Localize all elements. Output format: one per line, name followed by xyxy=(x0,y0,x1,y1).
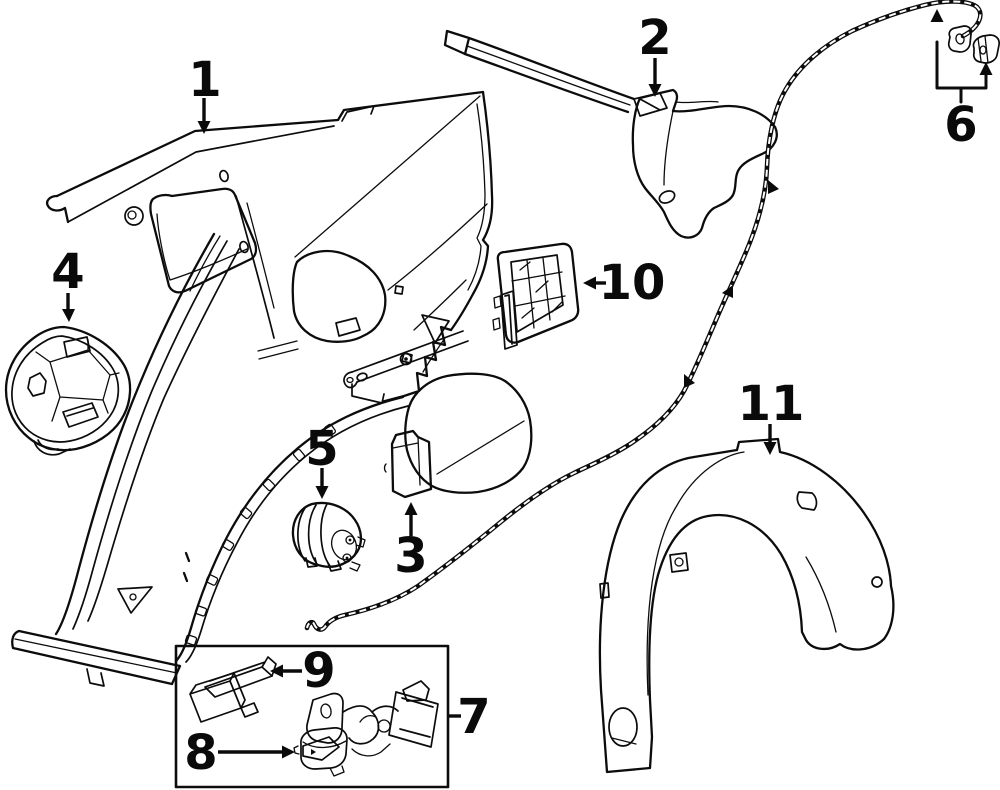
fuel-door-release-cable-drawing xyxy=(304,0,983,632)
callout-9-label: 9 xyxy=(302,643,335,699)
callout-6-arrow-grommet xyxy=(979,62,993,75)
part-6-cable-clips-drawing xyxy=(947,25,1000,64)
callout-11: 11 xyxy=(738,376,805,455)
callout-8-label: 8 xyxy=(184,725,217,781)
callout-8: 8 xyxy=(184,725,295,781)
callout-3-arrow xyxy=(404,502,418,515)
callout-2: 2 xyxy=(638,10,672,97)
callout-6-label: 6 xyxy=(944,97,977,153)
callout-9: 9 xyxy=(270,643,336,699)
callout-6-arrow-cable xyxy=(930,9,944,22)
callout-5-label: 5 xyxy=(305,421,338,477)
callout-6: 6 xyxy=(930,9,993,153)
callout-8-arrow xyxy=(282,745,295,759)
callout-2-arrow xyxy=(648,84,662,97)
part-4-bracket-drawing xyxy=(4,325,132,456)
part-11-wheelhouse-liner-drawing xyxy=(598,437,895,774)
part-5-release-actuator-drawing xyxy=(291,501,366,572)
callout-4: 4 xyxy=(51,244,85,322)
callout-2-label: 2 xyxy=(638,10,671,66)
callout-1: 1 xyxy=(188,52,222,134)
callout-11-label: 11 xyxy=(738,376,805,432)
part-2-rail-extension-drawing xyxy=(443,29,778,239)
callout-10: 10 xyxy=(583,255,665,311)
callout-1-label: 1 xyxy=(188,52,221,108)
part-3-fuel-door-hinge-drawing xyxy=(383,429,433,499)
callout-4-arrow xyxy=(62,309,75,322)
part-7-latch-assembly-drawing xyxy=(302,680,439,761)
callout-1-arrow xyxy=(197,121,211,134)
part-1-quarter-panel-drawing xyxy=(11,90,494,687)
callout-7: 7 xyxy=(449,689,491,745)
callout-5-arrow xyxy=(315,486,329,499)
part-8-striker-drawing xyxy=(293,727,348,777)
arch-clip-holes xyxy=(184,423,337,646)
callout-10-arrow xyxy=(583,276,596,290)
fuel-filler-door-drawing xyxy=(404,372,533,494)
part-9-bracket-drawing xyxy=(189,656,277,723)
callout-11-arrow xyxy=(763,442,777,455)
callout-5: 5 xyxy=(305,421,339,499)
parts-box-frame xyxy=(174,644,450,789)
callout-9-arrow xyxy=(270,664,283,678)
callout-4-label: 4 xyxy=(51,244,84,300)
callout-7-label: 7 xyxy=(457,689,490,745)
callouts-layer: 1 2 3 4 5 6 7 xyxy=(51,9,993,781)
callout-3: 3 xyxy=(394,502,428,584)
callout-10-label: 10 xyxy=(599,255,666,311)
part-10-vent-grille-drawing xyxy=(492,242,580,350)
parts-box-group xyxy=(174,644,450,789)
callout-3-label: 3 xyxy=(394,528,427,584)
